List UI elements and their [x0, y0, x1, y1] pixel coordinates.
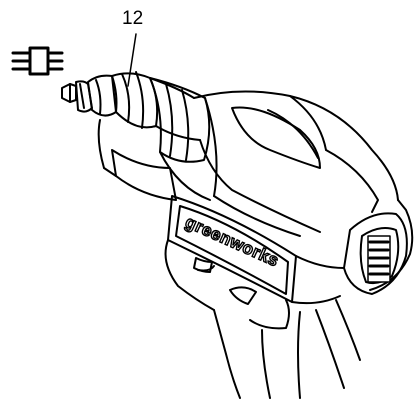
- drill-housing: [159, 90, 414, 291]
- callout-leader-line: [127, 33, 137, 87]
- chuck-tip: [61, 80, 93, 113]
- rear-vent-cap: [343, 212, 408, 295]
- chuck-collar: [87, 71, 201, 141]
- drill-mode-icon: [11, 46, 64, 76]
- callout-number-12: 12: [122, 8, 144, 29]
- forward-reverse-switch: [193, 257, 213, 273]
- clutch-ring: [97, 77, 211, 201]
- drill-grip: [164, 239, 361, 399]
